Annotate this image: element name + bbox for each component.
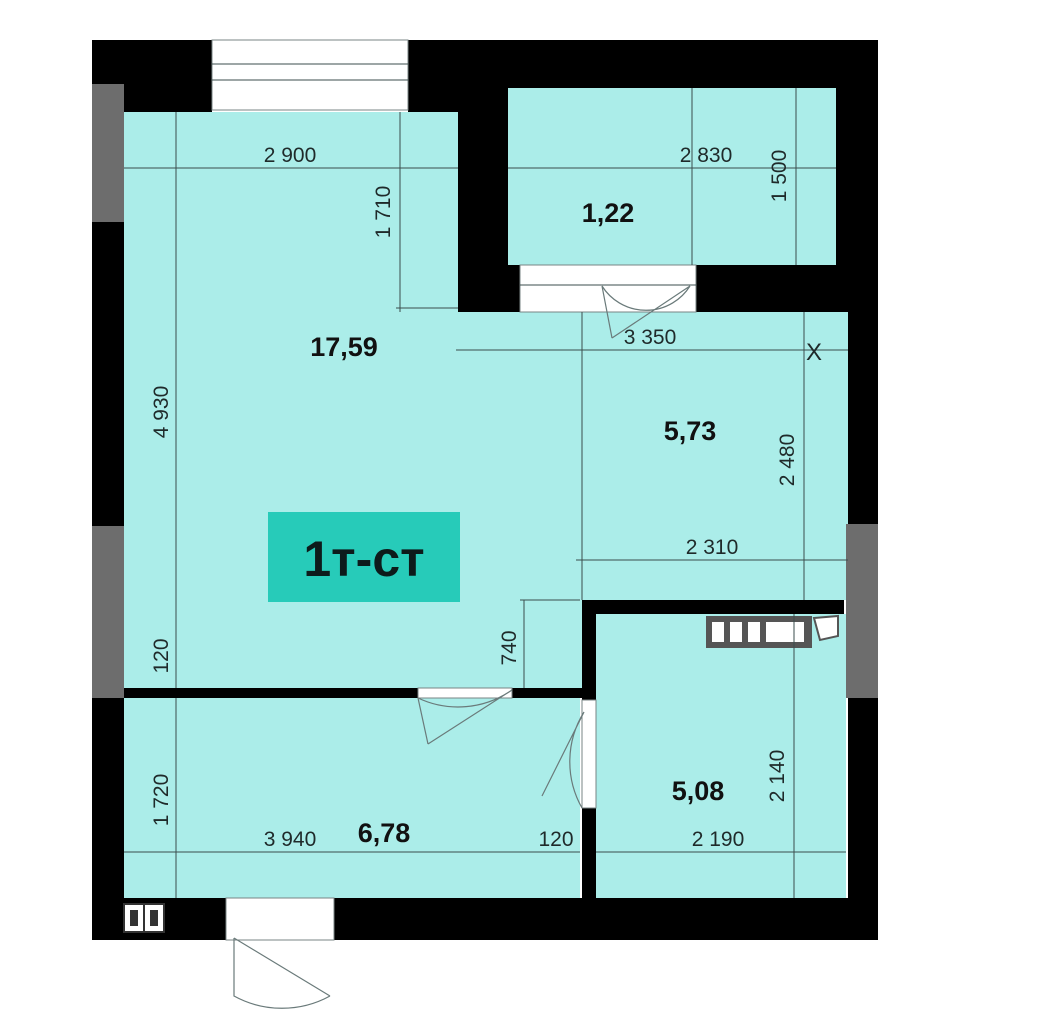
wall-bottom-right [334, 898, 878, 940]
dim-balcony-width: 2 830 [680, 144, 733, 167]
hall-room [124, 698, 580, 898]
balcony-room [508, 88, 836, 265]
area-hall: 6,78 [358, 818, 411, 848]
dimension-lines [124, 88, 848, 898]
window-living-top [211, 39, 409, 111]
area-balcony: 1,22 [582, 198, 635, 228]
dim-hall-height: 1 720 [150, 774, 173, 827]
wall-balcony-bottom-left [458, 265, 520, 312]
wall-accent-right [846, 524, 878, 698]
wall-accents [92, 84, 878, 698]
window-balcony-door [519, 264, 697, 313]
dim-bath-width: 2 190 [692, 828, 745, 851]
area-kitchen: 5,73 [664, 416, 717, 446]
room-area-labels: 17,59 1,22 5,73 6,78 5,08 [310, 198, 724, 848]
dim-kitchen-width: 3 350 [624, 326, 677, 349]
plan-badge: 1т-ст [268, 512, 460, 602]
dimension-labels: 2 900 2 830 1 500 1 710 4 930 120 3 350 … [150, 144, 822, 851]
door-swing-icon [233, 285, 691, 1009]
wall-balcony-top [500, 40, 878, 88]
kitchen-marker: X [806, 339, 822, 366]
dim-niche-740: 740 [498, 630, 521, 665]
plan-badge-label: 1т-ст [303, 531, 424, 587]
dim-kitchen-inner: 2 310 [686, 536, 739, 559]
bath-door-gap [581, 699, 597, 809]
dim-kitchen-depth: 2 480 [776, 434, 799, 487]
dim-living-window-offset: 1 710 [372, 186, 395, 239]
dim-living-height: 4 930 [150, 386, 173, 439]
wall-bath-top [582, 600, 844, 614]
plan-badge-background [268, 512, 460, 602]
wall-accent-left-mid [92, 526, 124, 698]
dim-hall-wall-120: 120 [538, 828, 573, 851]
dim-living-wall-120: 120 [150, 638, 173, 673]
area-bath: 5,08 [672, 776, 725, 806]
area-living: 17,59 [310, 332, 378, 362]
entrance-door-gap [225, 897, 335, 941]
wall-accent-left-top [92, 84, 124, 222]
dim-living-width: 2 900 [264, 144, 317, 167]
electrical-panel-icon [123, 903, 165, 933]
wall-bath-left-top [582, 600, 596, 700]
window-hall-door [417, 687, 513, 699]
wall-partition-hall-right [512, 688, 588, 698]
window-icon [211, 39, 697, 941]
dim-balcony-depth: 1 500 [768, 150, 791, 203]
wall-bath-left-bottom [582, 808, 596, 908]
dim-hall-width: 3 940 [264, 828, 317, 851]
wall-partition-hall [124, 688, 418, 698]
wall-balcony-bottom-right [696, 265, 878, 312]
dim-bath-height: 2 140 [766, 750, 789, 803]
bath-room [596, 614, 846, 898]
